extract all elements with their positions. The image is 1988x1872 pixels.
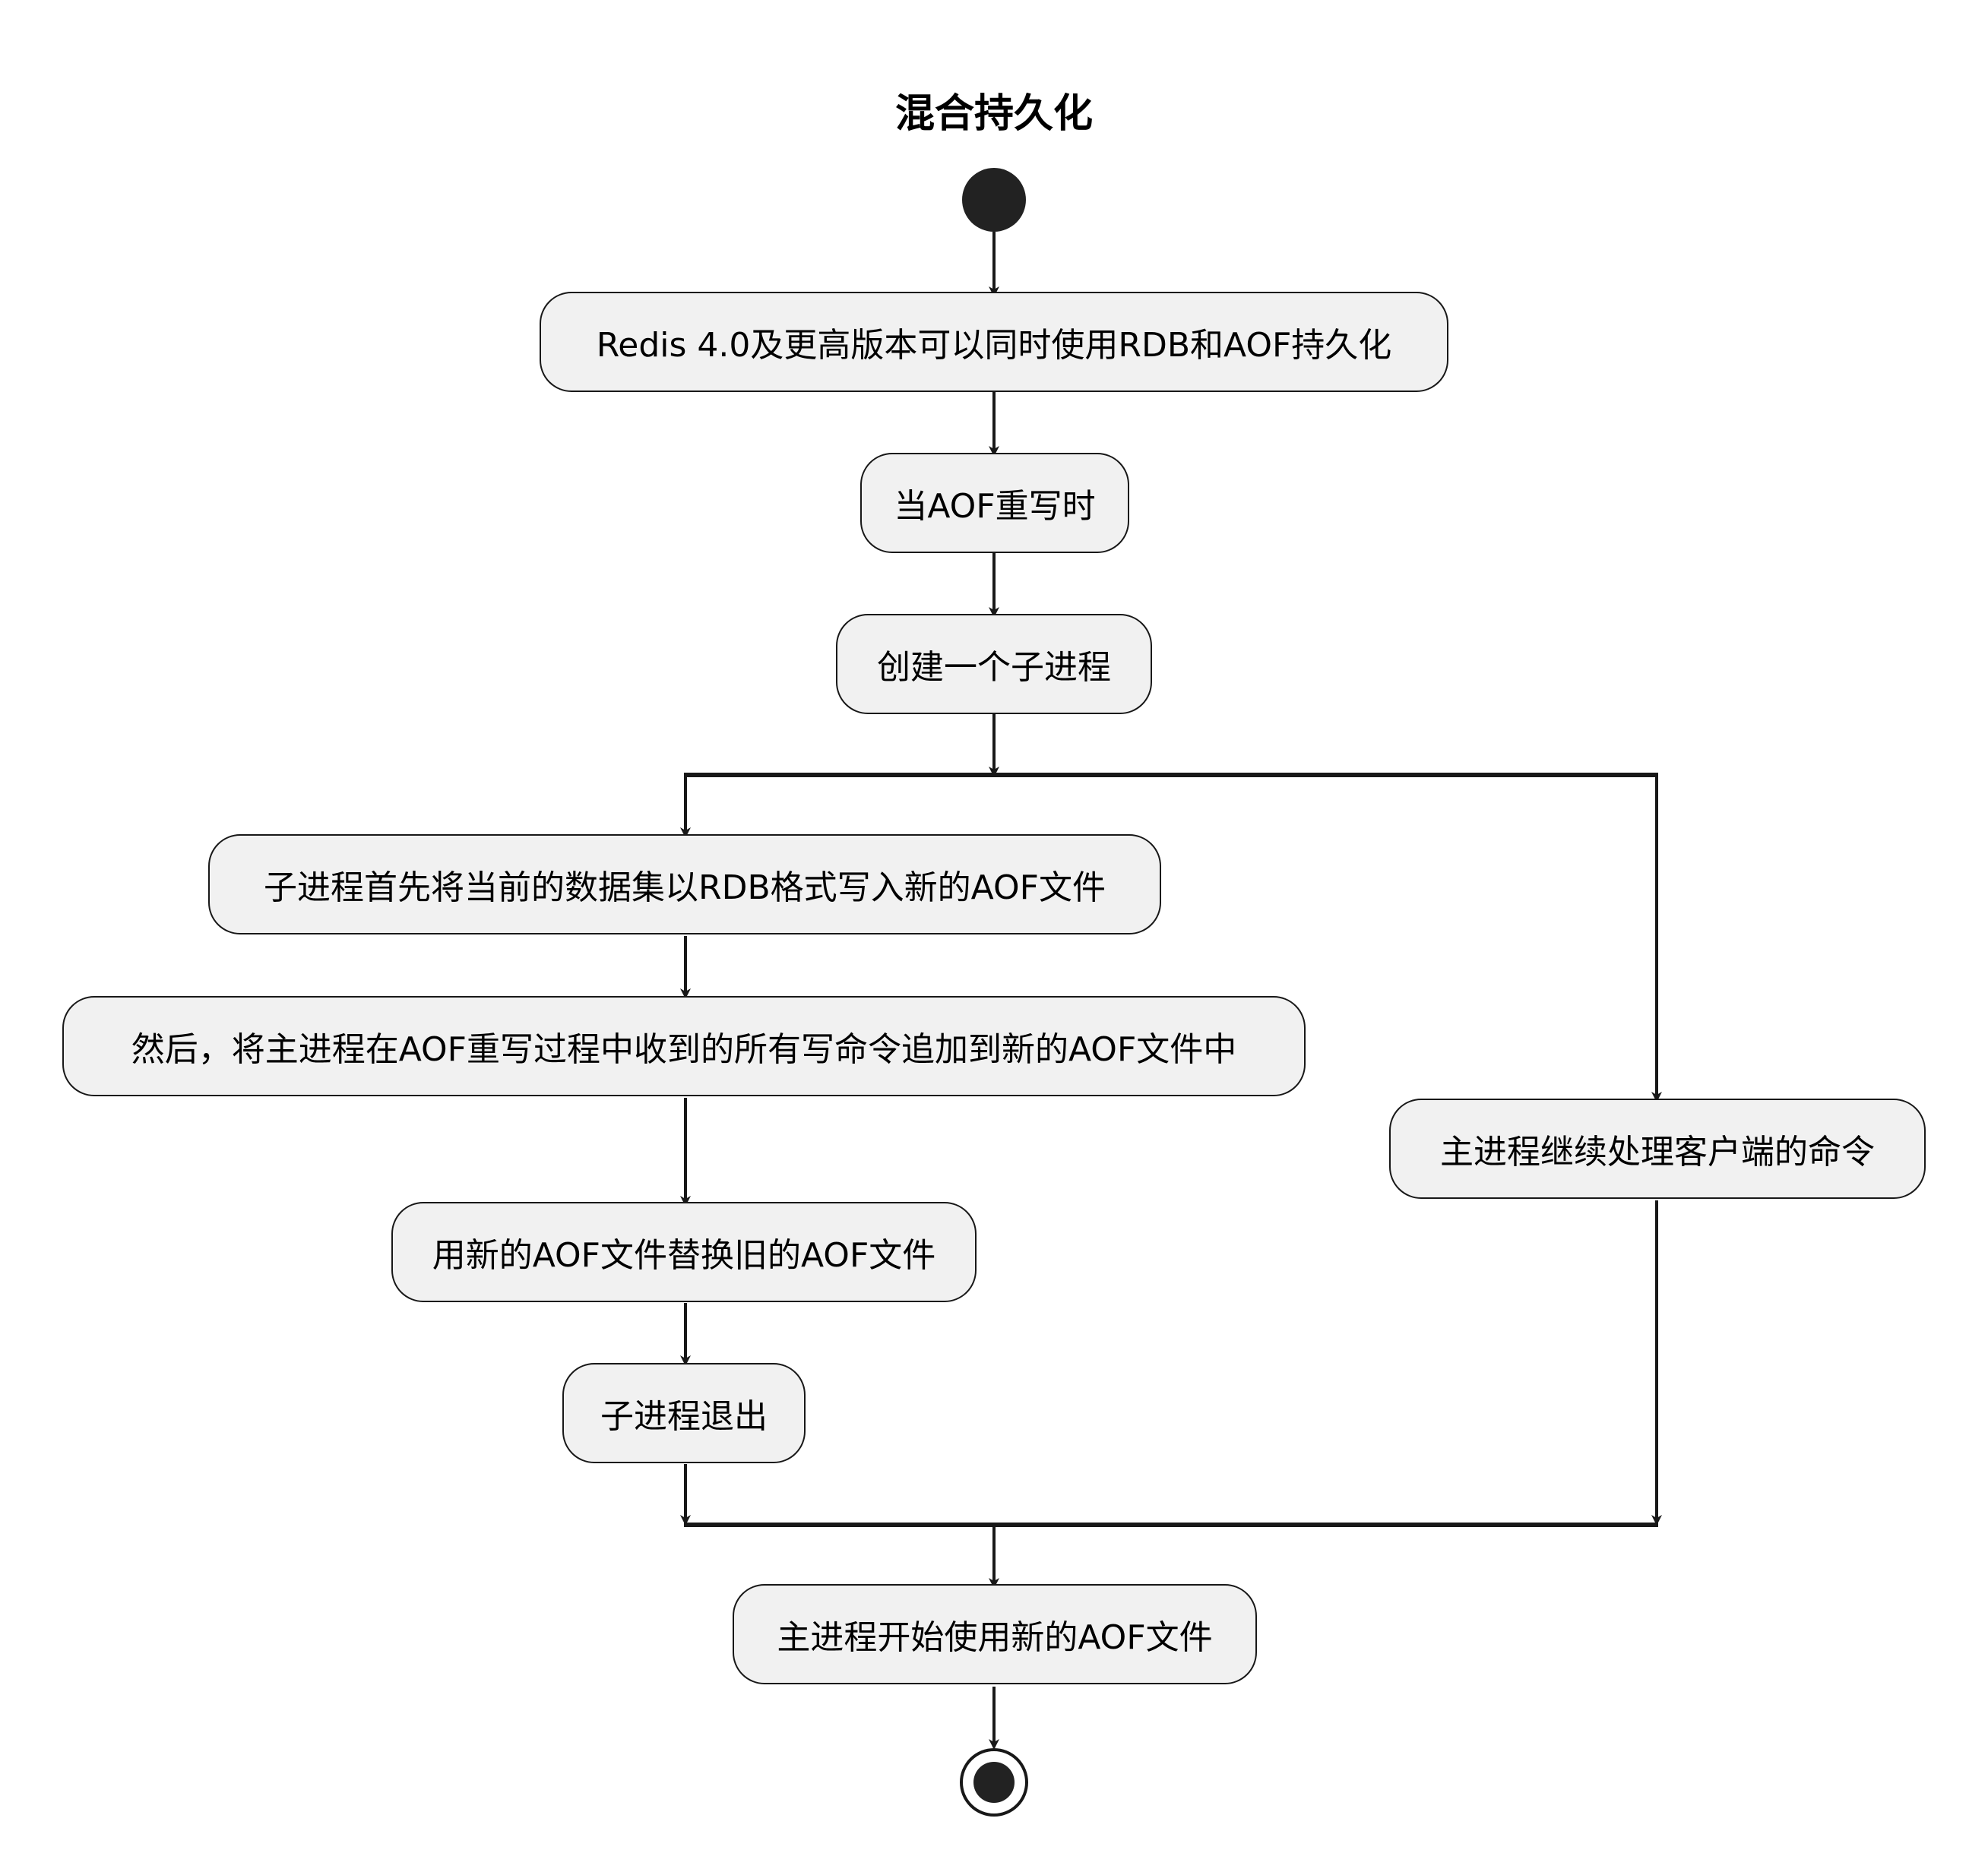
node-append-commands: 然后，将主进程在AOF重写过程中收到的所有写命令追加到新的AOF文件中 bbox=[62, 996, 1306, 1096]
diagram-title: 混合持久化 bbox=[894, 91, 1093, 137]
node-redis-version: Redis 4.0及更高版本可以同时使用RDB和AOF持久化 bbox=[540, 292, 1448, 392]
node-main-continue: 主进程继续处理客户端的命令 bbox=[1389, 1099, 1926, 1199]
end-node bbox=[960, 1748, 1028, 1817]
node-child-write-rdb: 子进程首先将当前的数据集以RDB格式写入新的AOF文件 bbox=[208, 834, 1161, 934]
start-node bbox=[962, 168, 1026, 232]
node-main-use-new: 主进程开始使用新的AOF文件 bbox=[733, 1584, 1257, 1684]
node-create-child: 创建一个子进程 bbox=[836, 614, 1152, 714]
node-child-exit: 子进程退出 bbox=[562, 1363, 806, 1463]
node-aof-rewrite: 当AOF重写时 bbox=[860, 453, 1129, 553]
node-replace-file: 用新的AOF文件替换旧的AOF文件 bbox=[391, 1202, 977, 1302]
